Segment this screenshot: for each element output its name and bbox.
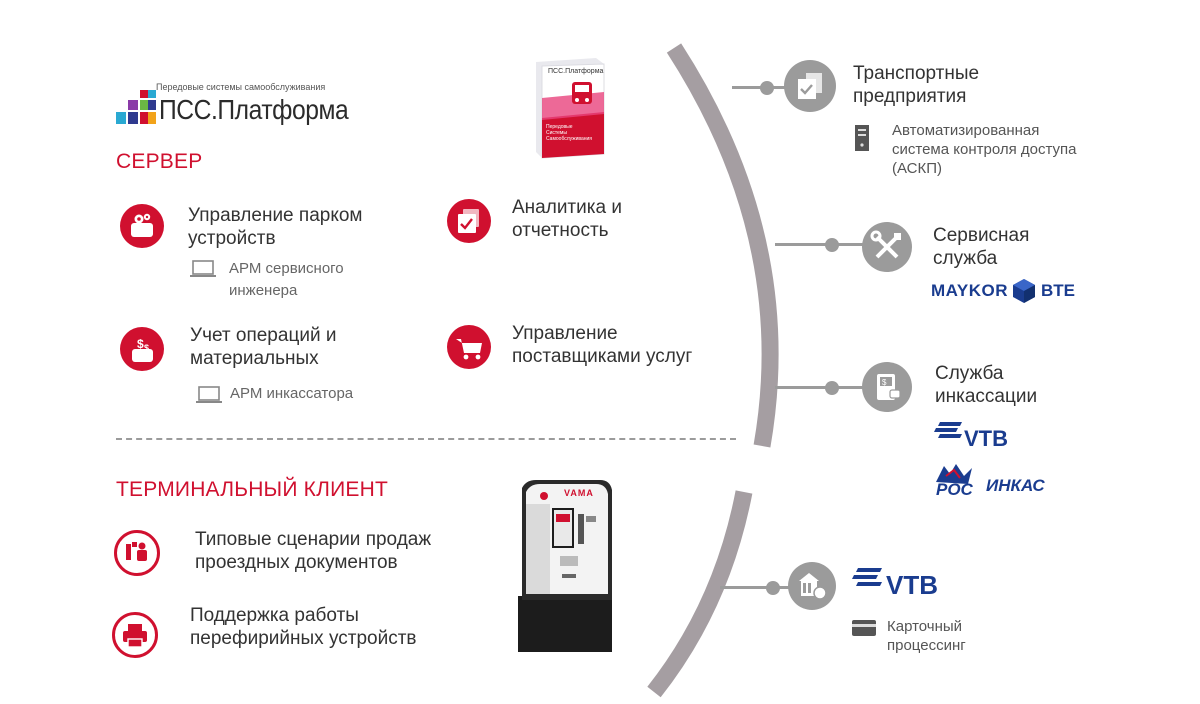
- vtb-wings-icon: [852, 568, 882, 586]
- kiosk-brand: VAMA: [564, 488, 594, 498]
- divider: [116, 438, 736, 440]
- svg-text:$: $: [137, 337, 144, 351]
- connector-dot: [760, 81, 774, 95]
- maykor-text: MAYKOR: [931, 281, 1008, 300]
- card-icon: [852, 620, 876, 636]
- vtb-wings-icon: [934, 422, 962, 438]
- money-icon: $ $: [120, 327, 164, 371]
- server-rack-icon: [854, 124, 870, 152]
- connector-dot: [825, 238, 839, 252]
- logo-name: ПСС.Платформа: [159, 94, 349, 125]
- partner-service-label: Сервисная служба: [933, 225, 1030, 269]
- connector-line: [775, 386, 865, 389]
- connector-dot: [825, 381, 839, 395]
- connector-line: [732, 86, 786, 89]
- server-title: СЕРВЕР: [116, 150, 203, 173]
- server-item-fleet-sub: АРМ сервисного инженера: [229, 260, 344, 299]
- connector-line: [775, 243, 865, 246]
- vtb-logo: VTB: [934, 420, 1024, 451]
- rosinkas-logo: РОС ИНКАС: [934, 462, 1054, 502]
- laptop-icon: [190, 260, 216, 278]
- divider-arcs: [647, 43, 779, 698]
- server-item-vendors-label: Управление поставщиками услуг: [512, 323, 693, 367]
- griffin-icon: [936, 464, 972, 484]
- kiosk-image: VAMA: [516, 478, 616, 654]
- svg-text:$: $: [882, 378, 887, 387]
- svg-text:$: $: [144, 343, 149, 353]
- printer-icon: [112, 612, 158, 658]
- terminal-item-devices-label: Поддержка работы перефирийных устройств: [190, 605, 417, 649]
- cashier-icon: [114, 530, 160, 576]
- server-item-fleet-label: Управление парком устройств: [188, 205, 363, 249]
- report-icon: [447, 199, 491, 243]
- laptop-icon: [196, 386, 222, 404]
- terminal-item-scenarios-label: Типовые сценарии продаж проездных докуме…: [195, 529, 432, 573]
- partner-transport-sub: Автоматизированная система контроля дост…: [892, 122, 1077, 177]
- maykor-logo: MAYKOR BTE: [931, 278, 1081, 304]
- vtb-text: VTB: [964, 426, 1008, 451]
- server-item-ops-sub: АРМ инкассатора: [230, 385, 354, 402]
- box-lines: Передовые Системы Самообслуживания: [546, 124, 592, 142]
- tools-icon: [862, 222, 912, 272]
- logo-mosaic-icon: [116, 90, 156, 124]
- connector-line: [720, 586, 790, 589]
- server-item-ops-label: Учет операций и материальных: [190, 325, 337, 369]
- vtb-bank-logo: VTB: [852, 566, 962, 600]
- box-line: Системы: [546, 130, 567, 136]
- partner-collection-label: Служба инкассации: [935, 363, 1038, 407]
- cart-icon: [447, 325, 491, 369]
- box-line: Передовые: [546, 124, 573, 130]
- box-line: Самообслуживания: [546, 136, 593, 142]
- box-brand: ПСС.Платформа: [548, 68, 604, 75]
- documents-icon: [784, 60, 836, 112]
- rosinkas-right-text: ИНКАС: [986, 476, 1045, 495]
- vtb-bank-text: VTB: [886, 570, 938, 600]
- cube-icon: [1013, 279, 1035, 303]
- logo: Передовые системы самообслуживания ПСС.П…: [116, 82, 356, 130]
- connector-dot: [766, 581, 780, 595]
- bank-icon: [788, 562, 836, 610]
- terminal-title: ТЕРМИНАЛЬНЫЙ КЛИЕНТ: [116, 478, 388, 501]
- server-item-analytics-label: Аналитика и отчетность: [512, 197, 622, 241]
- rosinkas-left-text: РОС: [936, 480, 973, 499]
- partner-bank-sub: Карточный процессинг: [887, 618, 966, 654]
- bte-text: BTE: [1041, 281, 1075, 300]
- software-box: ПСС.Платформа Передовые Системы Самообсл…: [528, 58, 605, 159]
- gears-icon: [120, 204, 164, 248]
- partner-transport-label: Транспортные предприятия: [853, 63, 980, 107]
- logo-tagline: Передовые системы самообслуживания: [156, 82, 326, 92]
- cash-machine-icon: $: [862, 362, 912, 412]
